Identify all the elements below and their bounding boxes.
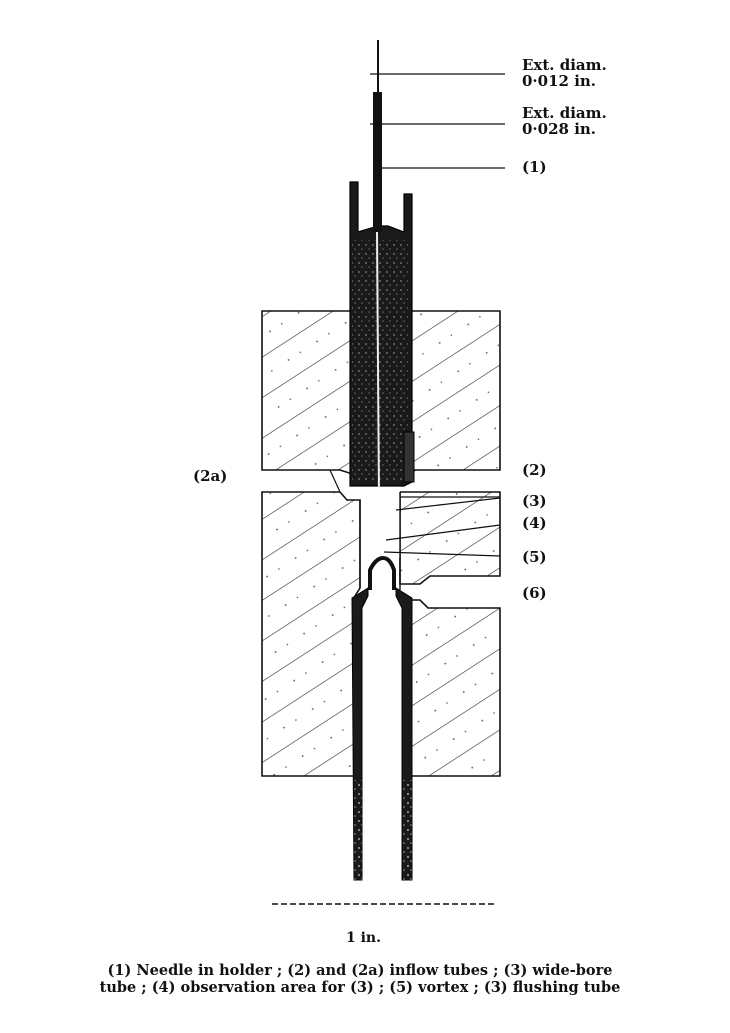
label-inflow-2: (2)	[522, 461, 547, 479]
label-ext-diam-2-value: 0·028 in.	[522, 120, 596, 138]
wide-bore-tube	[359, 488, 401, 590]
vortex	[368, 555, 396, 590]
figure-caption: (1) Needle in holder ; (2) and (2a) infl…	[60, 962, 660, 996]
leader-lines	[370, 73, 505, 557]
lower-right-block	[403, 599, 501, 777]
inflow-tube-2	[399, 491, 501, 585]
label-inflow-2a: (2a)	[193, 467, 227, 485]
label-needle: (1)	[522, 158, 547, 176]
flushing-tube	[351, 587, 413, 881]
label-wide-bore: (3)	[522, 492, 547, 510]
label-observation: (4)	[522, 514, 547, 532]
scale-label: 1 in.	[346, 930, 381, 946]
label-ext-diam-1: Ext. diam.	[522, 56, 607, 74]
label-ext-diam-1-value: 0·012 in.	[522, 72, 596, 90]
inflow-tube-2a	[329, 469, 341, 493]
needle	[373, 40, 382, 499]
needle-holder	[349, 181, 415, 487]
caption-line-2: tube ; (4) observation area for (3) ; (5…	[99, 979, 621, 996]
caption-line-1: (1) Needle in holder ; (2) and (2a) infl…	[107, 962, 613, 979]
label-ext-diam-2: Ext. diam.	[522, 104, 607, 122]
label-vortex: (5)	[522, 548, 547, 566]
label-flushing: (6)	[522, 584, 547, 602]
lower-left-block	[261, 491, 361, 777]
